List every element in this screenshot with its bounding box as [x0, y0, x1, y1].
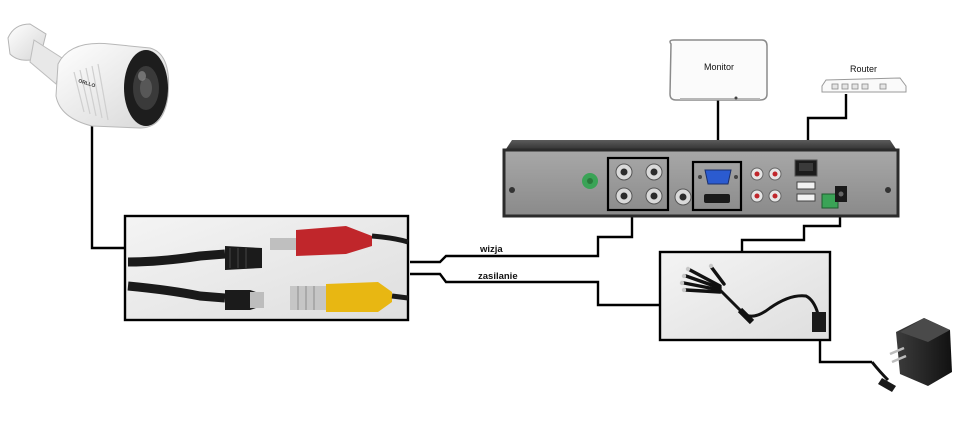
router-port-4	[861, 83, 869, 90]
dc-jack-female	[225, 246, 262, 270]
audio-rca-ports	[750, 167, 782, 203]
splitter-cable	[718, 288, 820, 318]
router-port-1	[831, 83, 839, 90]
power-cable-label: zasilanie	[478, 271, 518, 282]
adapter-prongs	[889, 346, 907, 364]
bnc-inputs	[606, 156, 670, 212]
power-wire	[410, 272, 660, 307]
video-wire	[410, 209, 634, 264]
splitter-to-adapter-wire	[818, 340, 872, 364]
monitor-screen	[669, 39, 768, 101]
bnc-plug-yellow	[326, 282, 392, 312]
video-outputs	[691, 160, 743, 212]
router-port-wan	[879, 83, 887, 90]
video-cable-label: wizja	[479, 244, 503, 255]
vga-port	[704, 169, 732, 185]
dc-in-to-splitter-wire	[740, 196, 842, 252]
router-to-lan-wire	[806, 94, 848, 160]
camera-to-connector-wire	[90, 118, 125, 250]
dvr-rear-panel	[502, 148, 900, 218]
hdmi-port	[704, 194, 730, 203]
router-port-2	[841, 83, 849, 90]
splitter-female-jack	[812, 312, 826, 332]
power-adapter	[870, 318, 952, 392]
dc-plug-red	[296, 226, 372, 256]
router-label: Router	[850, 64, 877, 74]
monitor-label: Monitor	[704, 62, 734, 72]
monitor: Monitor	[669, 39, 768, 101]
camera-arm	[29, 39, 63, 85]
power-splitter-box	[658, 250, 832, 342]
bullet-camera: ORLLO	[7, 23, 170, 129]
router-port-3	[851, 83, 859, 90]
usb-port-2	[796, 193, 816, 202]
camera-connector-box	[123, 214, 410, 322]
usb-port-1	[796, 181, 816, 190]
camera-brand: ORLLO	[77, 78, 96, 89]
wiring	[90, 94, 872, 364]
router: Router	[821, 64, 907, 93]
dvr-recorder	[502, 140, 900, 218]
